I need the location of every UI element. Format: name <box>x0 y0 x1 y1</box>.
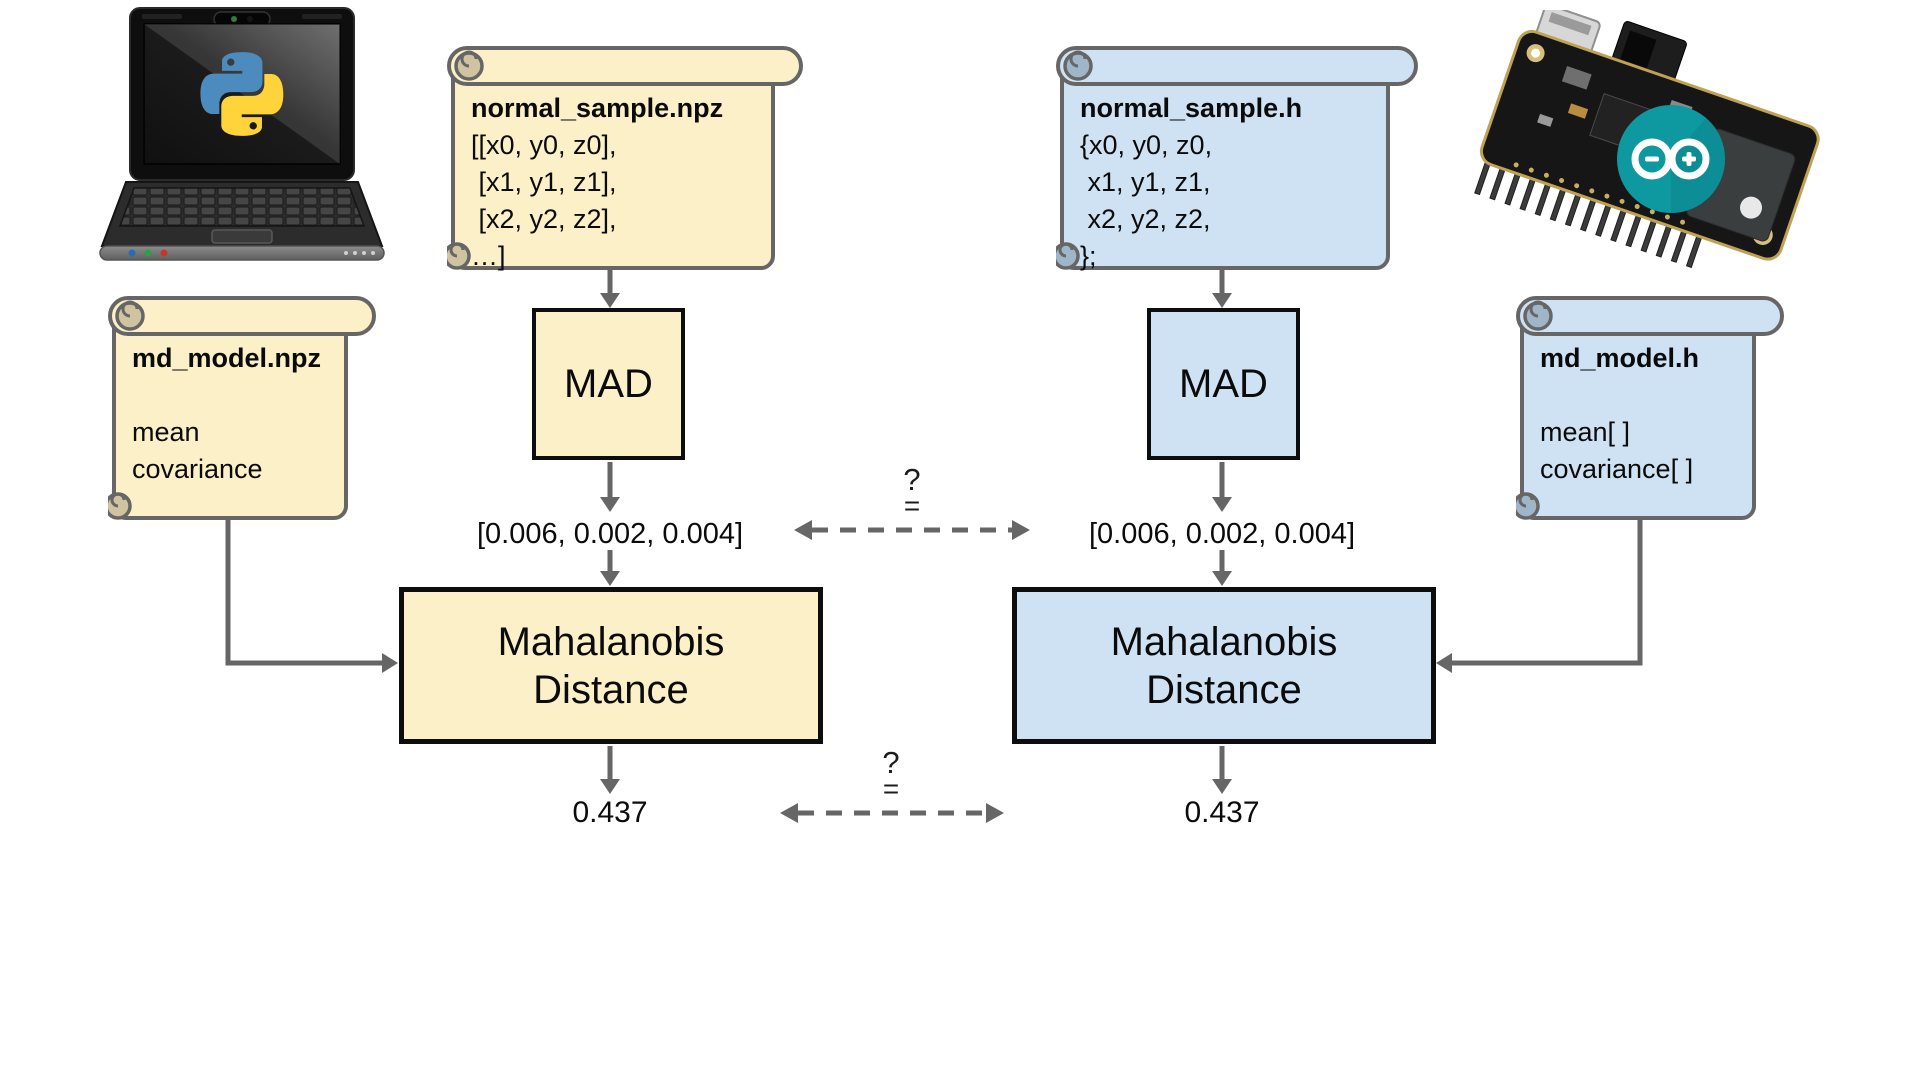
mahalanobis-label-line2: Distance <box>533 667 689 712</box>
python-logo-icon <box>200 52 284 136</box>
question-mark: ? <box>903 462 921 497</box>
note-normal-sample-npz: normal_sample.npz [[x0, y0, z0], [x1, y1… <box>447 46 803 272</box>
note-line: [x1, y1, z1], <box>471 167 617 197</box>
note-title: normal_sample.h <box>1080 93 1303 123</box>
note-line: covariance[ ] <box>1540 454 1694 484</box>
note-title: md_model.h <box>1540 343 1700 373</box>
note-line: }; <box>1080 241 1097 271</box>
mad-box-arduino: MAD <box>1147 308 1300 460</box>
laptop-screen <box>143 23 341 165</box>
mahalanobis-label-line1: Mahalanobis <box>497 619 725 664</box>
equality-question-upper: ? = <box>882 462 942 521</box>
arduino-logo-icon <box>1617 105 1725 213</box>
distance-output-arduino: 0.437 <box>1184 796 1260 829</box>
note-md-model-npz: md_model.npz mean covariance <box>108 296 376 522</box>
note-line: mean <box>132 417 200 447</box>
mad-box-python: MAD <box>532 308 685 460</box>
equality-question-lower: ? = <box>861 745 921 804</box>
note-title: md_model.npz <box>132 343 322 373</box>
mahalanobis-label-line2: Distance <box>1146 667 1302 712</box>
note-title: normal_sample.npz <box>471 93 724 123</box>
note-line: covariance <box>132 454 263 484</box>
arduino-board-image <box>1474 10 1820 269</box>
note-line: [[x0, y0, z0], <box>471 130 617 160</box>
note-normal-sample-h: normal_sample.h {x0, y0, z0, x1, y1, z1,… <box>1056 46 1418 272</box>
note-line: x2, y2, z2, <box>1080 204 1211 234</box>
note-line: {x0, y0, z0, <box>1080 130 1213 160</box>
laptop-touchpad <box>211 229 273 244</box>
equals-sign: = <box>882 773 900 804</box>
equals-sign: = <box>903 490 921 521</box>
note-line: x1, y1, z1, <box>1080 167 1211 197</box>
distance-output-python: 0.437 <box>572 796 648 829</box>
question-mark: ? <box>882 745 900 780</box>
note-line: [x2, y2, z2], <box>471 204 617 234</box>
laptop-front-edge <box>99 245 385 261</box>
laptop-keyboard <box>118 187 366 227</box>
python-laptop-image <box>99 7 385 261</box>
mad-output-python: [0.006, 0.002, 0.004] <box>476 518 744 550</box>
note-md-model-h: md_model.h mean[ ] covariance[ ] <box>1516 296 1784 522</box>
mahalanobis-label-line1: Mahalanobis <box>1110 619 1338 664</box>
note-line: …] <box>471 241 506 271</box>
mahalanobis-box-arduino: Mahalanobis Distance <box>1012 587 1436 744</box>
mad-output-arduino: [0.006, 0.002, 0.004] <box>1088 518 1356 550</box>
mahalanobis-box-python: Mahalanobis Distance <box>399 587 823 744</box>
note-line: mean[ ] <box>1540 417 1631 447</box>
